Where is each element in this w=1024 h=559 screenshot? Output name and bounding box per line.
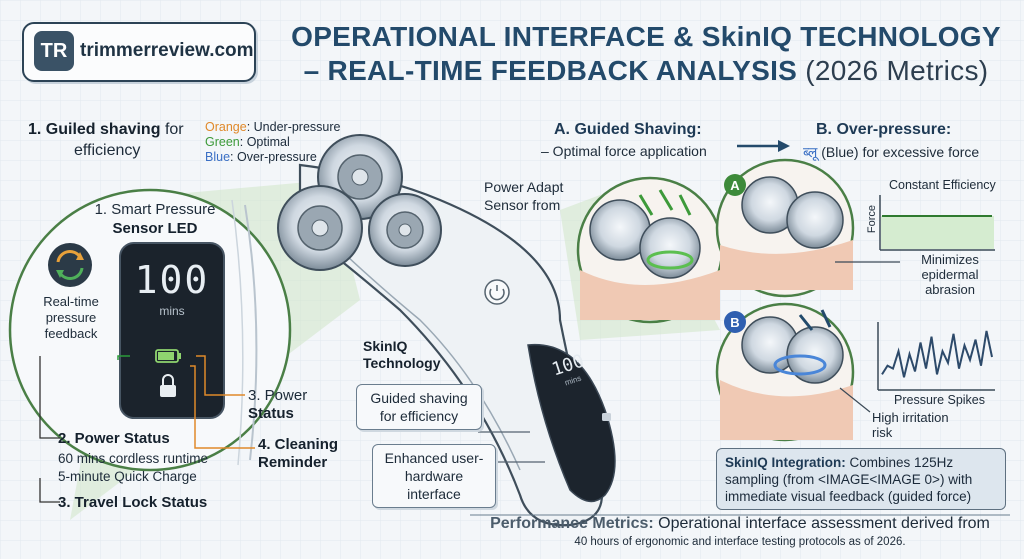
skiniq-integration-box: SkinIQ Integration: Combines 125Hz sampl… [716,448,1006,510]
minimizes-label: Minimizes epidermal abrasion [921,252,979,297]
chart-b-label: Pressure Spikes [894,393,986,407]
realtime-feedback-label: Real-time pressure feedback [43,294,99,341]
handle-display [527,343,616,503]
lock-icon [160,374,176,397]
integration-bold: SkinIQ Integration: [725,455,846,470]
power-status-right-label: 3. Power Status [248,387,308,422]
legend-green: Green: Optimal [205,135,290,149]
brand-logo-mark: TR [34,31,74,71]
runtime-label: 60 mins cordless runtime [58,451,209,466]
quick-charge-label: 5-minute Quick Charge [58,469,197,484]
left-heading-line2: efficiency [74,142,141,159]
skiniq-label: SkinIQ Technology [363,338,441,371]
shaver-illustration [277,134,616,527]
refresh-icon [48,243,92,287]
title-year: (2026 Metrics) [805,55,989,86]
section-a-title: A. Guided Shaving: [554,121,702,138]
legend-orange: Orange: Under-pressure [205,120,341,134]
badge-a: A [724,174,746,196]
section-a-sub: – Optimal force application [541,143,707,159]
title-line1: OPERATIONAL INTERFACE & SkinIQ TECHNOLOG… [291,21,1001,52]
power-adapt-label: Power Adapt Sensor from [484,179,564,213]
section-b-sub: ब्लू (Blue) for excessive force [803,144,980,160]
chart-b [877,322,995,391]
integration-text: Combines 125Hz sampling (from <IMAGE<IMA… [725,455,973,504]
chart-a-title: Constant Efficiency [889,178,996,192]
sensor-led-label: 1. Smart Pressure Sensor LED [94,201,216,237]
cleaning-reminder-label: 4. Cleaning Reminder [258,436,339,471]
left-heading-rest: for [164,121,184,138]
zoom-display-panel [119,242,225,419]
pressure-legend: Orange: Under-pressure Green: Optimal Bl… [205,120,341,165]
section-b-title: B. Over-pressure: [816,121,952,138]
chart-a [879,195,995,251]
power-status-bottom-label: 2. Power Status [58,430,170,447]
title-line2: – REAL-TIME FEEDBACK ANALYSIS [303,55,798,86]
chart-b-series-line [881,330,993,378]
performance-metrics: Performance Metrics: Operational interfa… [470,514,1010,552]
legend-blue: Blue: Over-pressure [205,150,317,164]
display-unit: mins [159,304,185,318]
page-title: OPERATIONAL INTERFACE & SkinIQ TECHNOLOG… [276,20,1016,88]
badge-b: B [724,311,746,333]
display-value: 100 [134,258,210,302]
guided-shaving-callout: Guided shaving for efficiency [356,384,482,430]
chart-a-ylabel: Force [866,204,879,234]
travel-lock-label: 3. Travel Lock Status [58,494,208,511]
brand-name: trimmerreview.com [80,40,254,61]
metrics-sub: 40 hours of ergonomic and interface test… [574,536,906,548]
battery-icon [155,349,181,363]
enhanced-interface-callout: Enhanced user- hardware interface [372,444,496,508]
left-heading-bold: 1. Guiled shaving [28,121,161,138]
left-heading: 1. Guiled shaving for [28,121,184,139]
irritation-label: High irritation risk [872,410,949,440]
power-button-illustration [484,279,510,305]
